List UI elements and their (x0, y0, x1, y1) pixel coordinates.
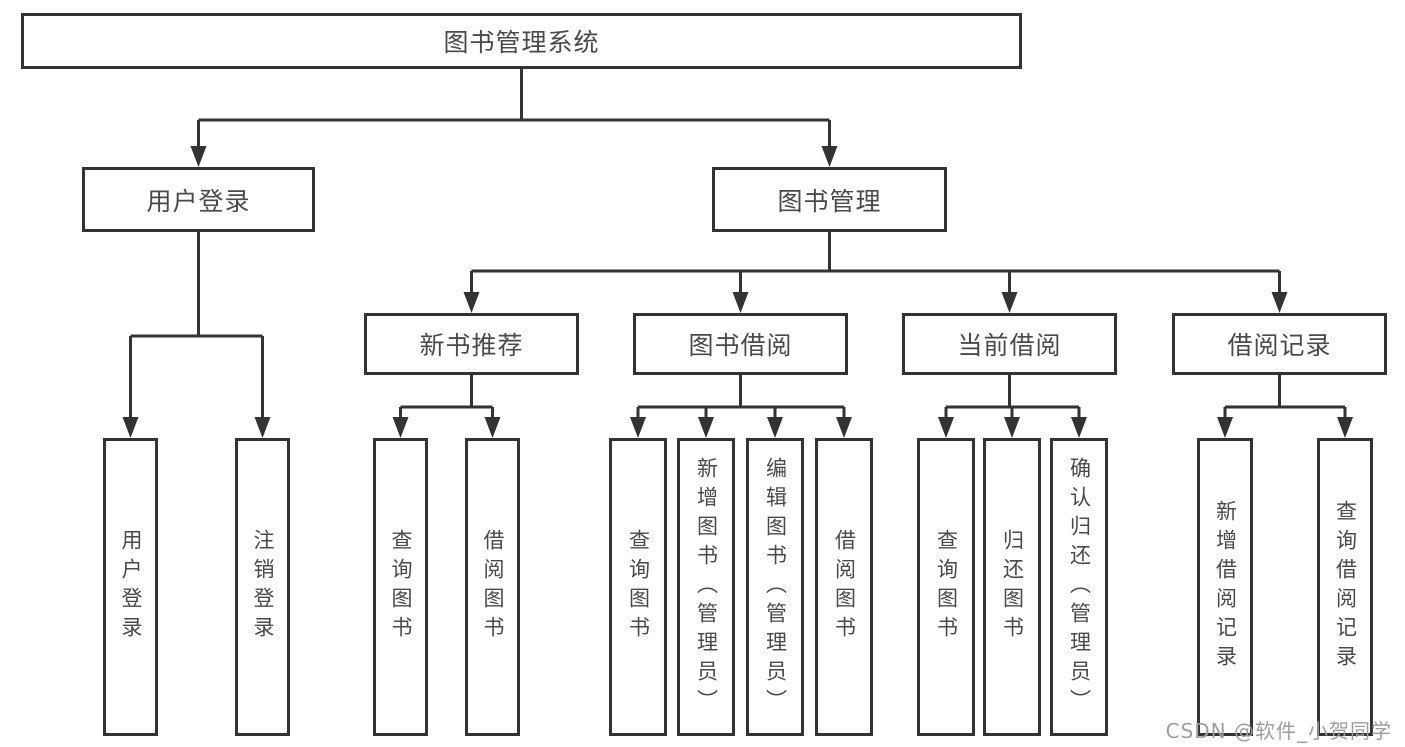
node-current-borrowing: 当前借阅 (902, 313, 1117, 375)
arrow-down-icon (1071, 417, 1087, 438)
arrow-down-icon (836, 417, 852, 438)
arrow-down-icon (938, 417, 954, 438)
leaf-return-books: 归还图书 (983, 438, 1041, 736)
leaf-query-books-current: 查询图书 (917, 438, 975, 736)
arrow-down-icon (1004, 417, 1020, 438)
node-library-management-system: 图书管理系统 (21, 13, 1022, 69)
node-borrowing-records: 借阅记录 (1172, 313, 1387, 375)
leaf-edit-books-admin: 编辑图书（管理员） (746, 438, 804, 736)
node-new-book-recommendation: 新书推荐 (364, 313, 579, 375)
node-book-borrowing: 图书借阅 (633, 313, 848, 375)
arrow-down-icon (732, 292, 749, 313)
leaf-query-books-borrowing: 查询图书 (609, 438, 667, 736)
leaf-user-login: 用户登录 (103, 438, 158, 736)
leaf-query-books-recommend: 查询图书 (373, 438, 428, 736)
node-user-login: 用户登录 (82, 167, 315, 232)
arrow-down-icon (1217, 417, 1233, 438)
arrow-down-icon (122, 417, 139, 438)
arrow-down-icon (463, 292, 480, 313)
leaf-add-books-admin: 新增图书（管理员） (677, 438, 735, 736)
node-book-management: 图书管理 (712, 167, 947, 232)
arrowheads (122, 146, 1353, 438)
arrow-down-icon (254, 417, 271, 438)
arrow-down-icon (1337, 417, 1353, 438)
edge-user-login-to-leaves (129, 232, 264, 419)
arrow-down-icon (190, 146, 207, 167)
leaf-logout: 注销登录 (235, 438, 290, 736)
leaf-confirm-return-admin: 确认归还（管理员） (1050, 438, 1108, 736)
watermark: CSDN @软件_小贺同学 (1165, 719, 1392, 743)
edge-book-borrowing-to-leaves (636, 375, 846, 419)
leaf-query-borrow-record: 查询借阅记录 (1317, 438, 1373, 736)
edge-root-to-level2 (197, 69, 831, 148)
arrow-down-icon (484, 417, 501, 438)
arrow-down-icon (392, 417, 409, 438)
leaf-borrow-books: 借阅图书 (815, 438, 873, 736)
arrow-down-icon (767, 417, 783, 438)
leaf-add-borrow-record: 新增借阅记录 (1197, 438, 1253, 736)
edge-new-book-recommendation-to-leaves (399, 375, 494, 419)
arrow-down-icon (1271, 292, 1288, 313)
arrow-down-icon (698, 417, 714, 438)
arrow-down-icon (821, 146, 838, 167)
leaf-borrow-books-recommend: 借阅图书 (465, 438, 520, 736)
arrow-down-icon (630, 417, 646, 438)
arrow-down-icon (1001, 292, 1018, 313)
edge-book-management-to-level3 (470, 232, 1281, 294)
edge-current-borrowing-to-leaves (944, 375, 1081, 419)
edge-borrowing-records-to-leaves (1223, 375, 1347, 419)
